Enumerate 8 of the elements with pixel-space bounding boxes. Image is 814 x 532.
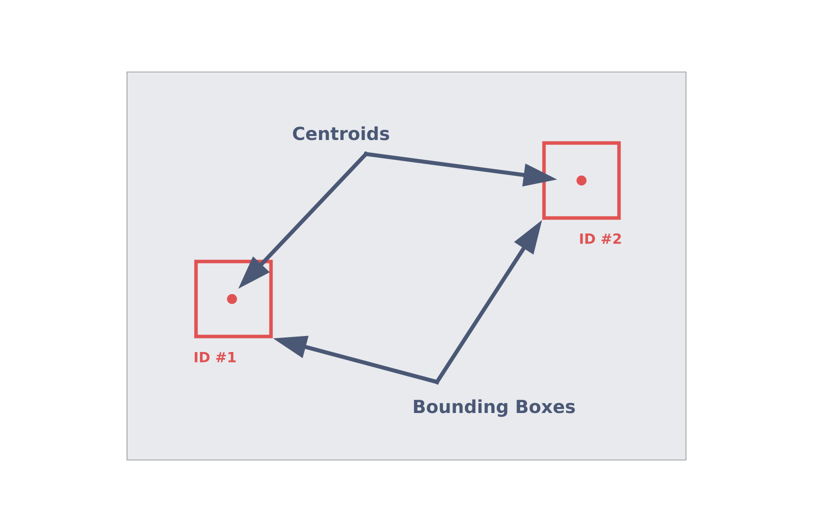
centroid-dot — [227, 294, 237, 304]
id-label: ID #2 — [580, 233, 621, 244]
centroid-dot — [576, 176, 586, 186]
bounding-box — [194, 260, 273, 338]
callout-label: Bounding Boxes — [414, 399, 575, 417]
bounding-box — [542, 141, 621, 220]
callout-label: Centroids — [292, 126, 390, 140]
id-label: ID #1 — [194, 352, 236, 362]
